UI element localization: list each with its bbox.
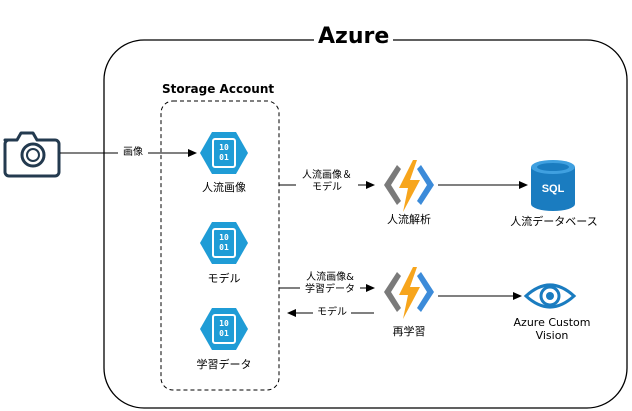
camera-icon bbox=[3, 131, 61, 178]
svg-text:SQL: SQL bbox=[542, 183, 565, 195]
flow-db-label: 人流データベース bbox=[510, 215, 598, 228]
flow-analysis-label: 人流解析 bbox=[387, 213, 431, 226]
svg-text:01: 01 bbox=[219, 153, 229, 162]
retraining-label: 再学習 bbox=[392, 325, 426, 338]
edge-label-image-model: 人流画像＆ モデル bbox=[296, 170, 358, 194]
custom-vision-label: Azure Custom Vision bbox=[513, 316, 591, 342]
storage-account-group bbox=[160, 100, 280, 391]
sql-database-icon: SQL bbox=[531, 160, 575, 211]
edge-label-model-return: モデル bbox=[313, 307, 351, 319]
edge-label-image-training-data: 人流画像& 学習データ bbox=[300, 272, 360, 296]
custom-vision-eye-icon bbox=[523, 283, 577, 309]
blob-storage-icon: 10 01 bbox=[200, 132, 248, 174]
blob-storage-icon: 10 01 bbox=[200, 308, 248, 350]
flow-image-label: 人流画像 bbox=[202, 181, 246, 194]
svg-text:10: 10 bbox=[219, 143, 229, 152]
svg-text:10: 10 bbox=[219, 233, 229, 242]
azure-functions-icon bbox=[384, 160, 434, 212]
storage-account-title: Storage Account bbox=[162, 82, 275, 96]
edge-label-image: 画像 bbox=[118, 147, 148, 159]
svg-text:01: 01 bbox=[219, 243, 229, 252]
model-label: モデル bbox=[207, 272, 241, 285]
azure-functions-icon bbox=[384, 267, 434, 319]
diagram-title: Azure bbox=[314, 24, 394, 49]
blob-storage-icon: 10 01 bbox=[200, 222, 248, 264]
svg-text:10: 10 bbox=[219, 319, 229, 328]
training-data-label: 学習データ bbox=[196, 358, 252, 371]
svg-text:01: 01 bbox=[219, 329, 229, 338]
